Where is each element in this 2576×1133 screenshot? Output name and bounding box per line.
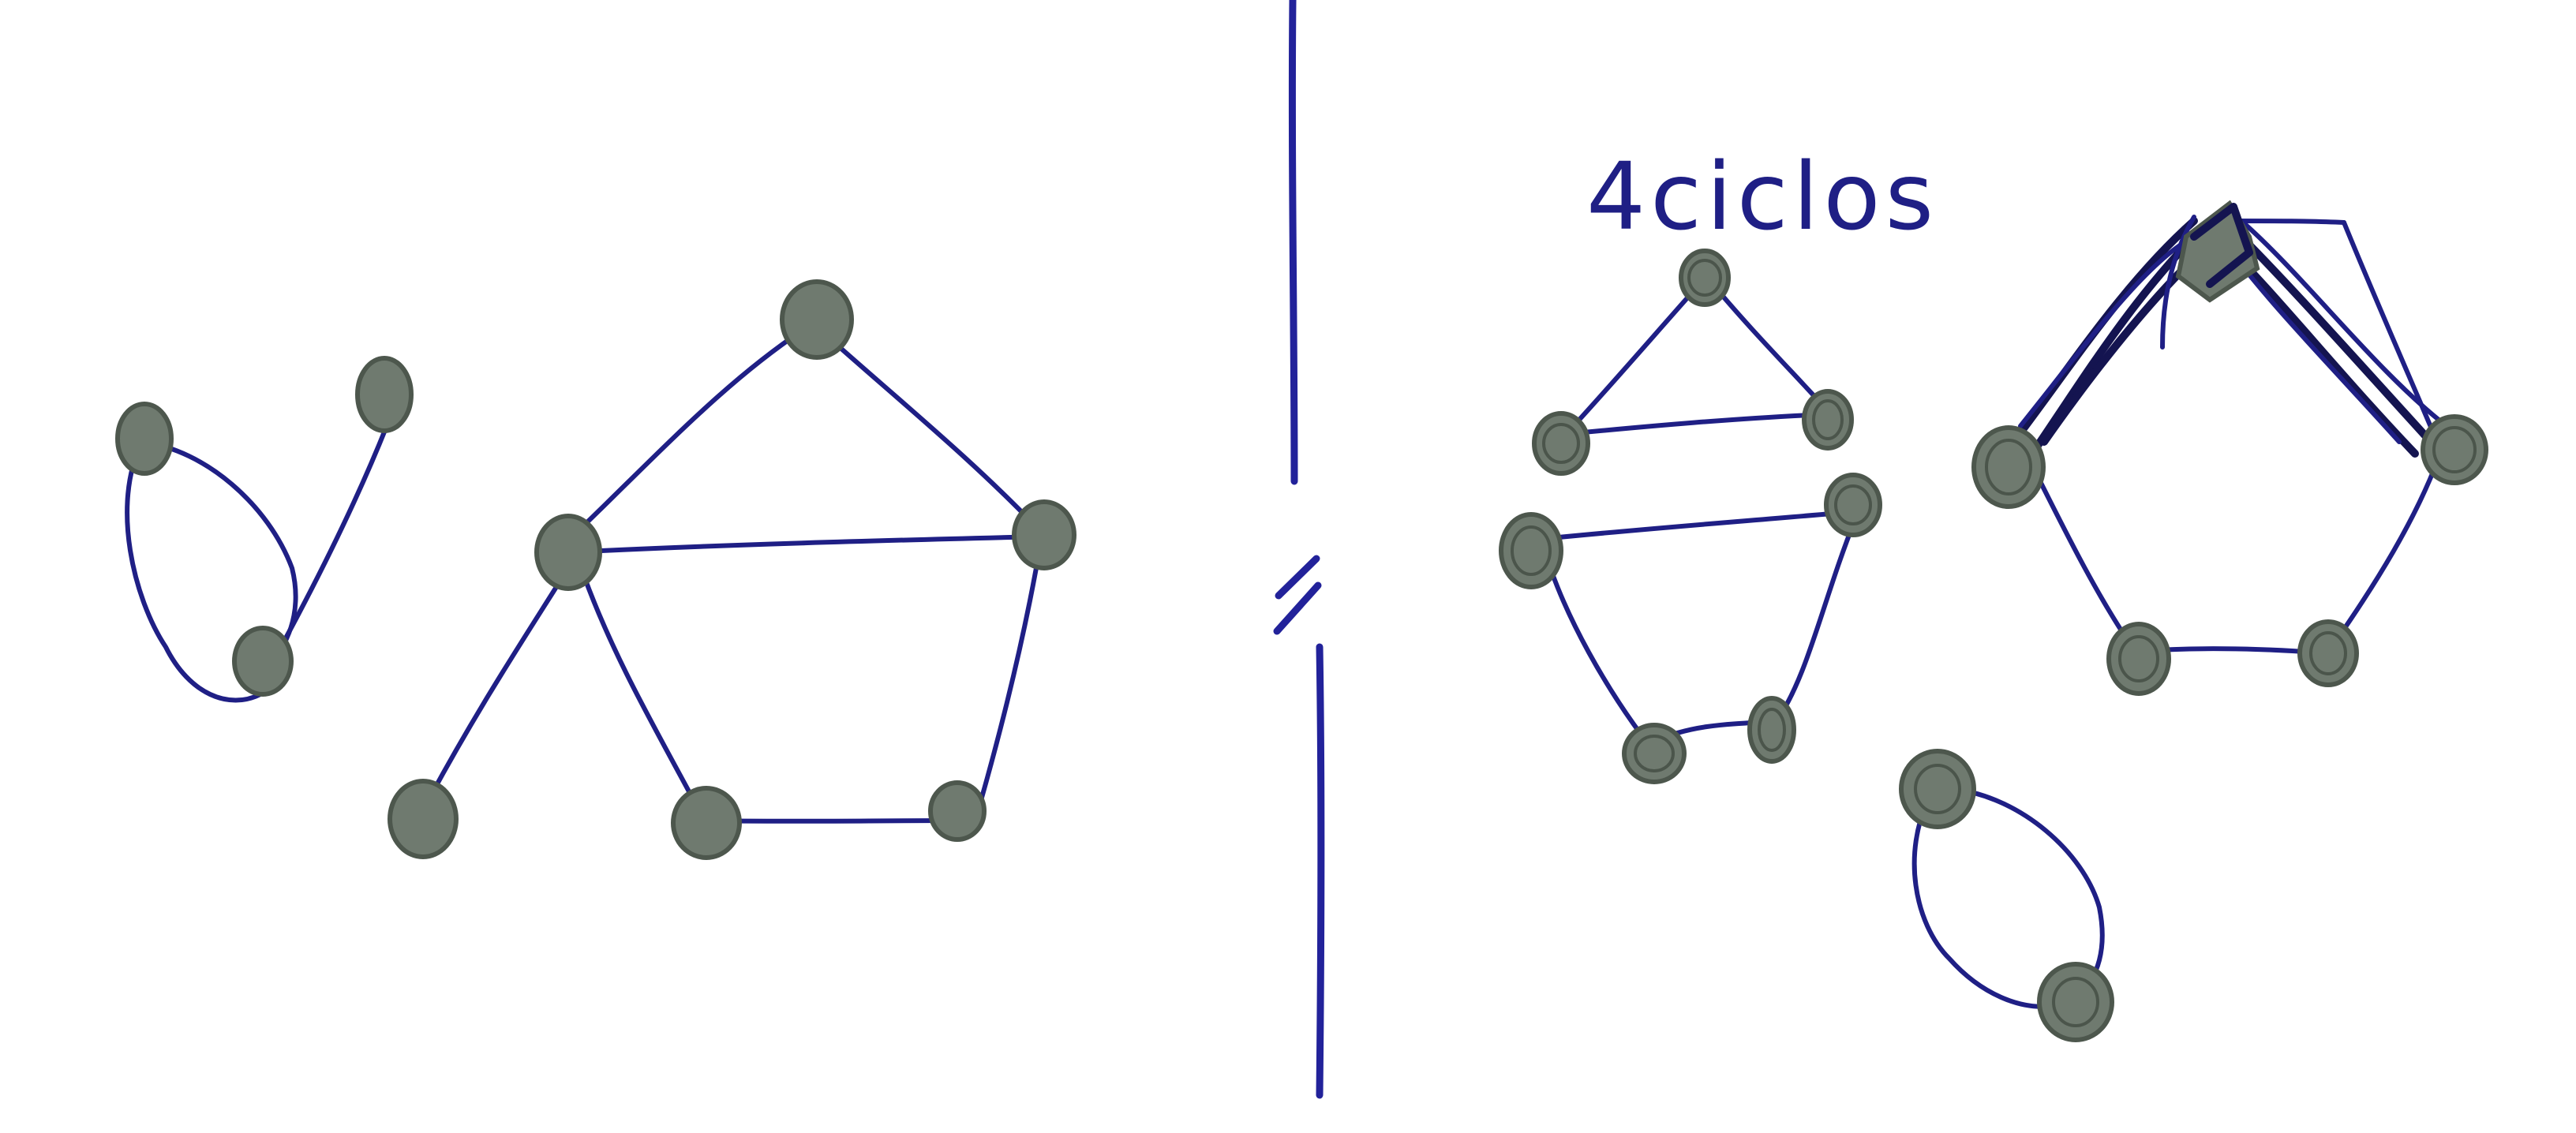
pentagon-component <box>1971 200 2488 696</box>
left-graph <box>115 279 1076 860</box>
annotation-label: 4ciclos <box>1586 142 1938 251</box>
quadrilateral-component <box>1499 473 1882 784</box>
right-graph: 4ciclos <box>1499 142 2488 1042</box>
left-graph-vertices <box>115 279 1076 860</box>
not-equal-divider <box>1273 0 1325 1099</box>
digon-component <box>1899 749 2114 1042</box>
triangle-component <box>1532 249 1854 476</box>
